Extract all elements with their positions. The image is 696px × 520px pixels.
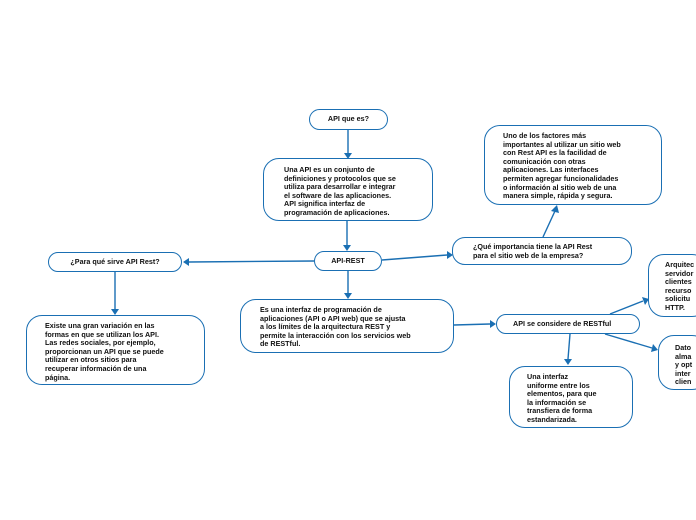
edge-importancia-to-factores — [542, 210, 556, 238]
arrowhead — [344, 293, 352, 299]
node-interfaz[interactable]: Es una interfaz de programación de aplic… — [240, 299, 454, 353]
edge-api-rest-to-para-que — [188, 260, 315, 263]
node-datos[interactable]: Dato alma y opt inter clien — [658, 335, 696, 390]
edge-api-rest-to-importancia — [381, 254, 448, 261]
arrowhead — [564, 359, 572, 365]
arrowhead — [651, 344, 658, 352]
arrowhead — [642, 297, 649, 305]
edge-restful-to-uniforme — [567, 333, 571, 360]
arrowhead — [183, 258, 189, 266]
arrowhead — [111, 309, 119, 315]
edge-restful-to-arquitectura — [609, 300, 644, 315]
node-importancia[interactable]: ¿Qué importancia tiene la API Rest para … — [452, 237, 632, 265]
arrowhead — [551, 205, 559, 213]
arrowhead — [343, 245, 351, 251]
node-variacion[interactable]: Existe una gran variación en las formas … — [26, 315, 205, 385]
node-api-rest[interactable]: API-REST — [314, 251, 382, 271]
arrowhead — [447, 251, 453, 259]
edge-interfaz-to-restful — [453, 323, 491, 326]
edge-restful-to-datos — [604, 333, 653, 349]
arrowhead — [344, 153, 352, 159]
node-uniforme[interactable]: Una interfaz uniforme entre los elemento… — [509, 366, 633, 428]
arrowhead — [490, 320, 496, 328]
node-definicion[interactable]: Una API es un conjunto de definiciones y… — [263, 158, 433, 221]
node-para-que-sirve[interactable]: ¿Para qué sirve API Rest? — [48, 252, 182, 272]
node-arquitectura[interactable]: Arquitec servidor clientes recurso solic… — [648, 254, 696, 317]
node-restful[interactable]: API se considere de RESTful — [496, 314, 640, 334]
node-api-que-es[interactable]: API que es? — [309, 109, 388, 130]
node-factores[interactable]: Uno de los factores más importantes al u… — [484, 125, 662, 205]
